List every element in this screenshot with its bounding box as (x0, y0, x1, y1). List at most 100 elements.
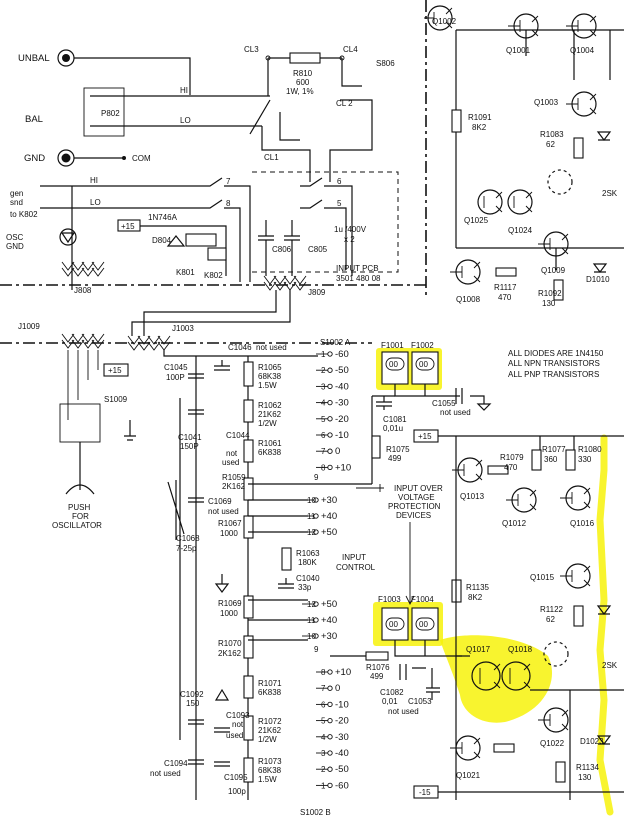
tap-b2-num: 10 (307, 632, 316, 641)
r1077-label: R1077 (542, 445, 566, 454)
r1062-label: R1062 (258, 401, 282, 410)
r1062-rating: 1/2W (258, 419, 277, 428)
r1117-label: R1117 (494, 283, 517, 292)
tap-b-num: 5 (321, 717, 326, 726)
tap-a-value: -30 (335, 398, 349, 409)
tap-b-num: 1 (321, 781, 326, 790)
tap-b-value: +10 (335, 667, 351, 678)
r1077-value: 360 (544, 455, 558, 464)
svg-text:00: 00 (389, 620, 398, 629)
cl3-label: CL3 (244, 45, 259, 54)
left-input-section: UNBAL BAL P802 GND COM HI LO gen snd to … (6, 49, 270, 530)
plus15-box-prot: +15 (418, 432, 432, 441)
tap-a2-value: +30 (321, 495, 337, 506)
tap-a-num: 7 (321, 447, 326, 456)
tap-a2-num: 12 (307, 528, 316, 537)
r1076-value: 499 (370, 672, 384, 681)
tap-b-contact (327, 766, 333, 772)
attenuator-ladder: S1002 A S1002 B C1046 not used (150, 338, 376, 817)
tap-b-contact (327, 669, 333, 675)
tap-a-contact (327, 367, 333, 373)
note-pnp: ALL PNP TRANSISTORS (508, 370, 599, 379)
c1082-value: 0,01 (382, 697, 398, 706)
r1072-value: 21K62 (258, 726, 282, 735)
gen-lo-label: LO (90, 198, 101, 207)
q1018-label: Q1018 (508, 645, 533, 654)
hi-label: HI (180, 86, 188, 95)
tap-b2-value: +50 (321, 599, 337, 610)
d1010-label: D1010 (586, 275, 610, 284)
tap-a-value: 0 (335, 446, 340, 457)
r1072-rating: 1/2W (258, 735, 277, 744)
tap-a-contact (327, 432, 333, 438)
right-amplifier-section: Q1002 Q1001 Q1004 Q1003 R1091 8K2 R1083 … (424, 5, 624, 800)
cl2-label: CL 2 (336, 99, 353, 108)
tap-b-value: 0 (335, 683, 340, 694)
c1081-value: 0,01u (383, 424, 403, 433)
r1073-rating: 1.5W (258, 775, 277, 784)
q1017-label: Q1017 (466, 645, 491, 654)
r1069-value: 1000 (220, 609, 238, 618)
tap-b-value: -10 (335, 699, 349, 710)
r1070-label: R1070 (218, 639, 242, 648)
q1013-label: Q1013 (460, 492, 485, 501)
r1083-label: R1083 (540, 130, 564, 139)
c1069-not-used: not used (208, 507, 239, 516)
protection-label-1: INPUT OVER (394, 484, 443, 493)
d1023-label: D1023 (580, 737, 604, 746)
s1002b-tap-9: 9 (314, 645, 319, 654)
r810-rating: 1W, 1% (286, 87, 314, 96)
j808-label: J808 (74, 286, 92, 295)
q1004-label: Q1004 (570, 46, 595, 55)
c1045-label: C1045 (164, 363, 188, 372)
q1022-label: Q1022 (540, 739, 565, 748)
c1092-value: 150 (186, 699, 200, 708)
osc-label: OSC (6, 233, 24, 242)
protection-label-4: DEVICES (396, 511, 431, 520)
tap-b-contact (327, 750, 333, 756)
c1082-label: C1082 (380, 688, 404, 697)
tap-a-num: 1 (321, 350, 326, 359)
r1063-value: 180K (298, 558, 317, 567)
tap-a-num: 4 (321, 399, 326, 408)
r1135-label: R1135 (466, 583, 490, 592)
r1065-label: R1065 (258, 363, 282, 372)
r1067-value: 1000 (220, 529, 238, 538)
input-control-2: CONTROL (336, 563, 376, 572)
c1044-not: not (226, 449, 238, 458)
k802-label: K802 (204, 271, 223, 280)
r1080-label: R1080 (578, 445, 602, 454)
push-label: PUSH (68, 503, 90, 512)
svg-text:00: 00 (389, 360, 398, 369)
f1004-label: F1004 (411, 595, 434, 604)
d804-label: D804 (152, 236, 172, 245)
tap-a-value: -60 (335, 349, 349, 360)
r1135-value: 8K2 (468, 593, 483, 602)
top-switch-section: CL3 CL4 R810 600 1W, 1% S806 CL 2 CL1 78… (117, 45, 395, 357)
r1134-label: R1134 (576, 763, 600, 772)
tap-b-value: -20 (335, 716, 349, 727)
cl1-label: CL1 (264, 153, 279, 162)
r1062-value: 21K62 (258, 410, 282, 419)
note-diodes: ALL DIODES ARE 1N4150 (508, 349, 604, 358)
j1009-label: J1009 (18, 322, 40, 331)
tap-a2-value: +50 (321, 527, 337, 538)
tap-b2-num: 12 (307, 600, 316, 609)
q1002-label: Q1002 (432, 17, 457, 26)
tap-a-num: 5 (321, 415, 326, 424)
com-label: COM (132, 154, 151, 163)
tap-b-value: -30 (335, 732, 349, 743)
tap-b2-num: 11 (307, 616, 316, 625)
tap-a-contact (327, 448, 333, 454)
r1061-value: 6K838 (258, 448, 282, 457)
r1069-label: R1069 (218, 599, 242, 608)
tap-b2-value: +40 (321, 615, 337, 626)
r1075-value: 499 (388, 454, 402, 463)
tap-a-contact (327, 464, 333, 471)
r1091-value: 8K2 (472, 123, 487, 132)
r1079-value: 470 (504, 463, 518, 472)
tap-a-value: -10 (335, 430, 349, 441)
r1061-label: R1061 (258, 439, 282, 448)
svg-text:00: 00 (419, 360, 428, 369)
